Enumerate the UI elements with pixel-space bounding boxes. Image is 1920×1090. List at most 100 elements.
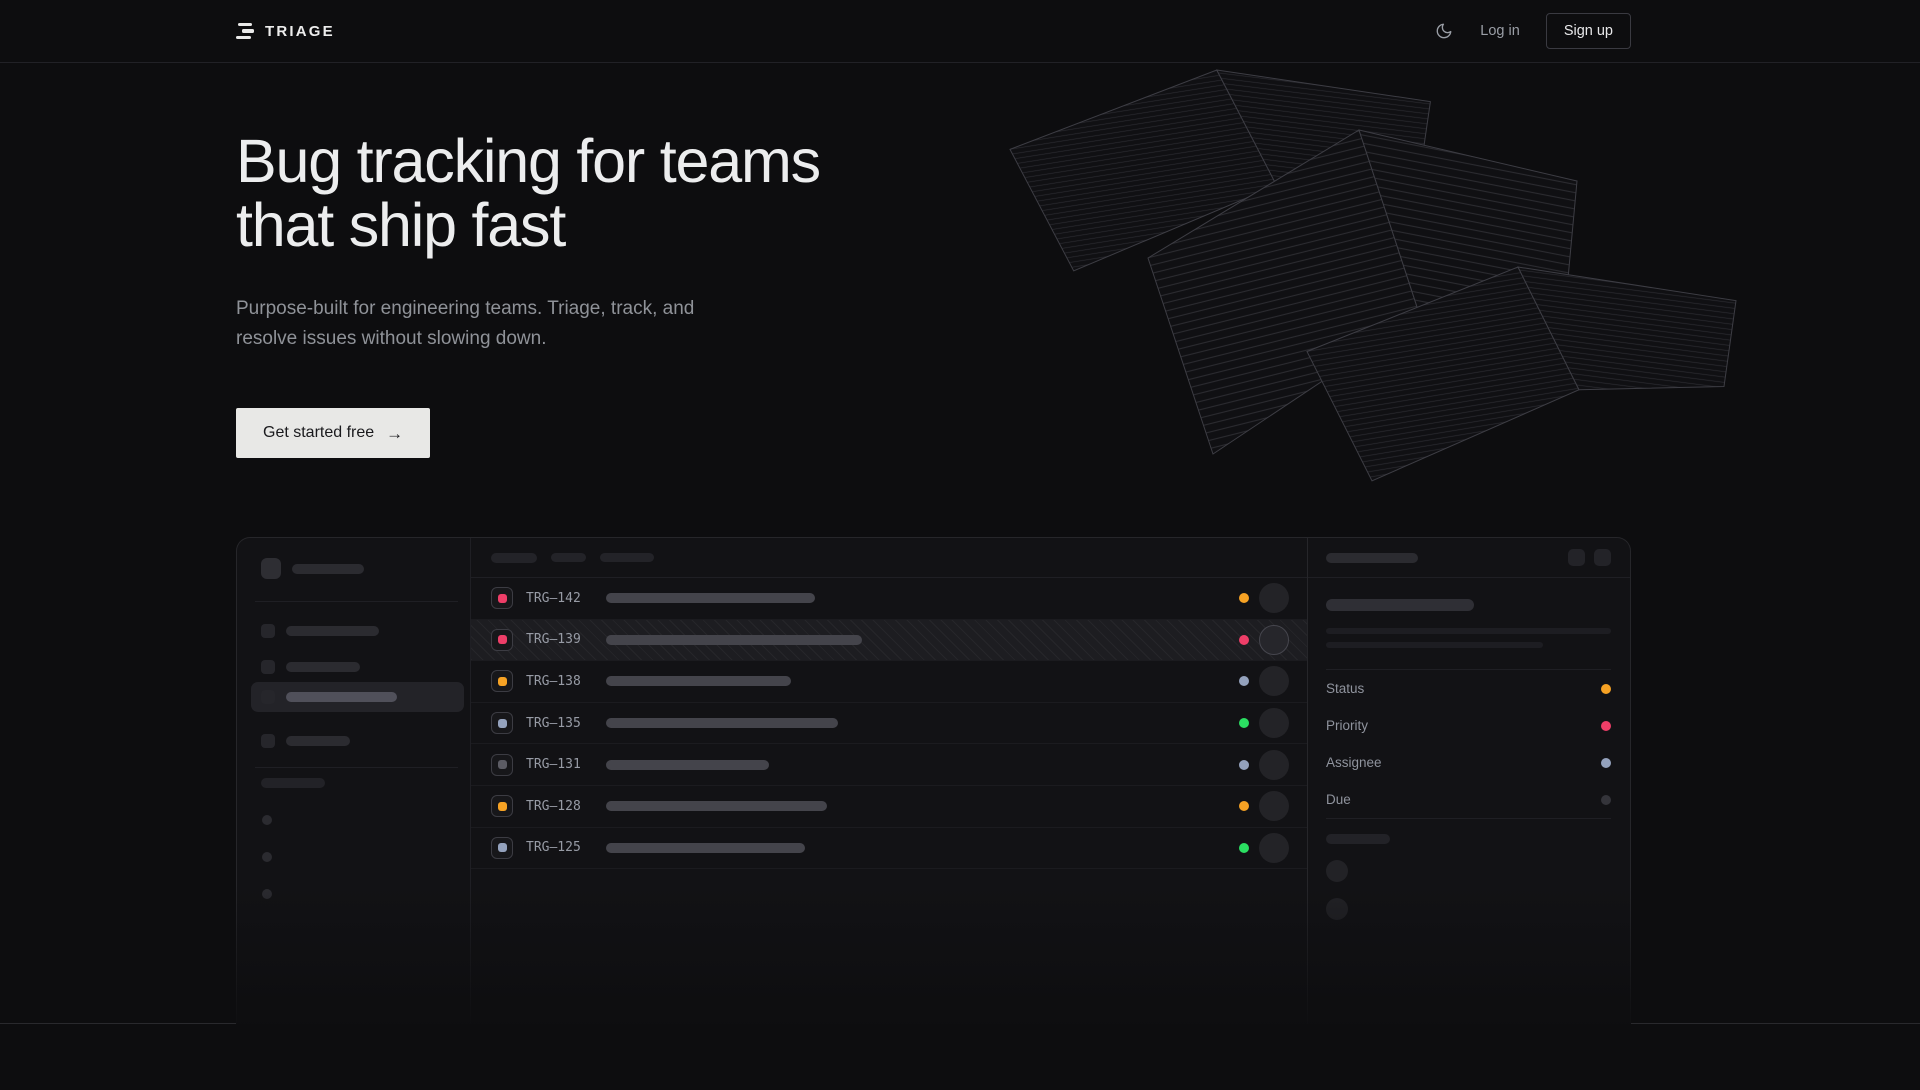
detail-line-skeleton (1326, 628, 1611, 634)
hero-heading: Bug tracking for teams that ship fast (236, 127, 821, 259)
issue-title-skeleton (606, 759, 769, 770)
issue-id: TRG–135 (526, 715, 581, 731)
issue-type-icon (491, 712, 513, 735)
triage-bars-icon (236, 23, 254, 39)
login-link[interactable]: Log in (1480, 23, 1520, 39)
status-dot (1239, 801, 1249, 812)
due-value-dot (1601, 794, 1611, 805)
detail-title-skeleton (1326, 599, 1474, 611)
sidebar-item[interactable] (261, 623, 454, 638)
issue-id: TRG–128 (526, 798, 581, 814)
issue-row[interactable]: TRG–125 (471, 828, 1307, 870)
mockup-zone: TRG–142 TRG–139 TRG–138 (0, 537, 1920, 1024)
sidebar-item-active[interactable] (251, 682, 464, 712)
issue-title-skeleton (606, 634, 862, 645)
issue-detail-panel: Status Priority Assignee Due (1307, 538, 1630, 1024)
field-label: Due (1326, 792, 1351, 807)
detail-field-due[interactable]: Due (1326, 781, 1611, 818)
sidebar-item-skeleton (286, 692, 397, 702)
filter-chip-skeleton[interactable] (600, 553, 654, 562)
detail-header (1308, 538, 1630, 578)
issue-type-icon (491, 587, 513, 610)
assignee-avatar (1259, 666, 1289, 697)
get-started-button[interactable]: Get started free → (236, 408, 431, 458)
sidebar-item[interactable] (261, 659, 454, 674)
hero-section: Bug tracking for teams that ship fast Pu… (236, 129, 1631, 458)
sidebar-dot (262, 889, 272, 899)
issue-row[interactable]: TRG–142 (471, 578, 1307, 620)
issue-type-icon (491, 753, 513, 776)
detail-field-priority[interactable]: Priority (1326, 707, 1611, 744)
detail-action-icon[interactable] (1568, 549, 1585, 566)
field-label: Priority (1326, 718, 1369, 733)
assignee-avatar (1259, 749, 1289, 780)
issue-title-skeleton (606, 718, 838, 729)
detail-body: Status Priority Assignee Due (1308, 578, 1630, 920)
status-dot (1239, 634, 1249, 645)
sidebar-item-skeleton (286, 661, 360, 672)
issue-title-skeleton (606, 801, 827, 812)
sidebar-item-icon (261, 733, 275, 748)
arrow-right-icon: → (386, 423, 404, 443)
status-dot (1239, 718, 1249, 729)
issue-type-icon (491, 670, 513, 693)
footer-section (0, 1024, 1920, 1090)
detail-divider (1326, 818, 1611, 819)
sidebar-divider (255, 767, 458, 768)
detail-field-assignee[interactable]: Assignee (1326, 744, 1611, 781)
issue-row[interactable]: TRG–131 (471, 744, 1307, 786)
issue-id: TRG–142 (526, 590, 581, 606)
filter-chip-skeleton[interactable] (551, 553, 586, 562)
sidebar-dot (262, 815, 272, 825)
activity-label-skeleton (1326, 834, 1390, 844)
status-dot (1239, 676, 1249, 687)
issue-id: TRG–139 (526, 632, 581, 648)
priority-value-dot (1601, 720, 1611, 731)
detail-line-skeleton (1326, 642, 1543, 648)
issue-row[interactable]: TRG–135 (471, 703, 1307, 745)
detail-action-icon[interactable] (1594, 549, 1611, 566)
field-label: Assignee (1326, 755, 1382, 770)
assignee-avatar (1259, 708, 1289, 739)
sidebar-item-skeleton (286, 625, 379, 636)
app-mockup-window: TRG–142 TRG–139 TRG–138 (236, 537, 1631, 1024)
workspace-switcher[interactable] (261, 558, 454, 579)
brand-logo[interactable]: TRIAGE (236, 23, 335, 40)
filter-chip-skeleton[interactable] (491, 552, 537, 563)
issue-row[interactable]: TRG–138 (471, 661, 1307, 703)
activity-avatar-skeleton (1326, 860, 1348, 882)
sidebar-item-icon (261, 659, 275, 674)
assignee-avatar (1259, 624, 1289, 655)
detail-header-skeleton (1326, 552, 1418, 563)
issue-id: TRG–131 (526, 757, 581, 773)
status-value-dot (1601, 683, 1611, 694)
sidebar-item[interactable] (261, 733, 454, 748)
issue-title-skeleton (606, 842, 805, 853)
hero-subheading: Purpose-built for engineering teams. Tri… (236, 298, 695, 349)
assignee-avatar (1259, 583, 1289, 614)
sidebar-divider (255, 601, 458, 602)
status-dot (1239, 593, 1249, 604)
detail-field-status[interactable]: Status (1326, 670, 1611, 707)
issue-title-skeleton (606, 593, 815, 604)
issue-row-selected[interactable]: TRG–139 (471, 619, 1307, 662)
issue-type-icon (491, 795, 513, 818)
signup-button[interactable]: Sign up (1545, 13, 1631, 49)
issue-id: TRG–125 (526, 840, 581, 856)
sidebar-item-icon (261, 690, 275, 704)
assignee-value-dot (1601, 757, 1611, 768)
assignee-avatar (1259, 832, 1289, 863)
sidebar-item-icon (261, 623, 275, 638)
field-label: Status (1326, 681, 1365, 696)
assignee-avatar (1259, 791, 1289, 822)
issue-id: TRG–138 (526, 673, 581, 689)
status-dot (1239, 759, 1249, 770)
issue-list: TRG–142 TRG–139 TRG–138 (470, 538, 1307, 1024)
issue-row[interactable]: TRG–128 (471, 786, 1307, 828)
moon-icon[interactable] (1434, 21, 1454, 41)
issue-type-icon (491, 628, 513, 651)
issue-list-header (471, 538, 1307, 578)
issue-type-icon (491, 836, 513, 859)
detail-divider (1326, 669, 1611, 670)
